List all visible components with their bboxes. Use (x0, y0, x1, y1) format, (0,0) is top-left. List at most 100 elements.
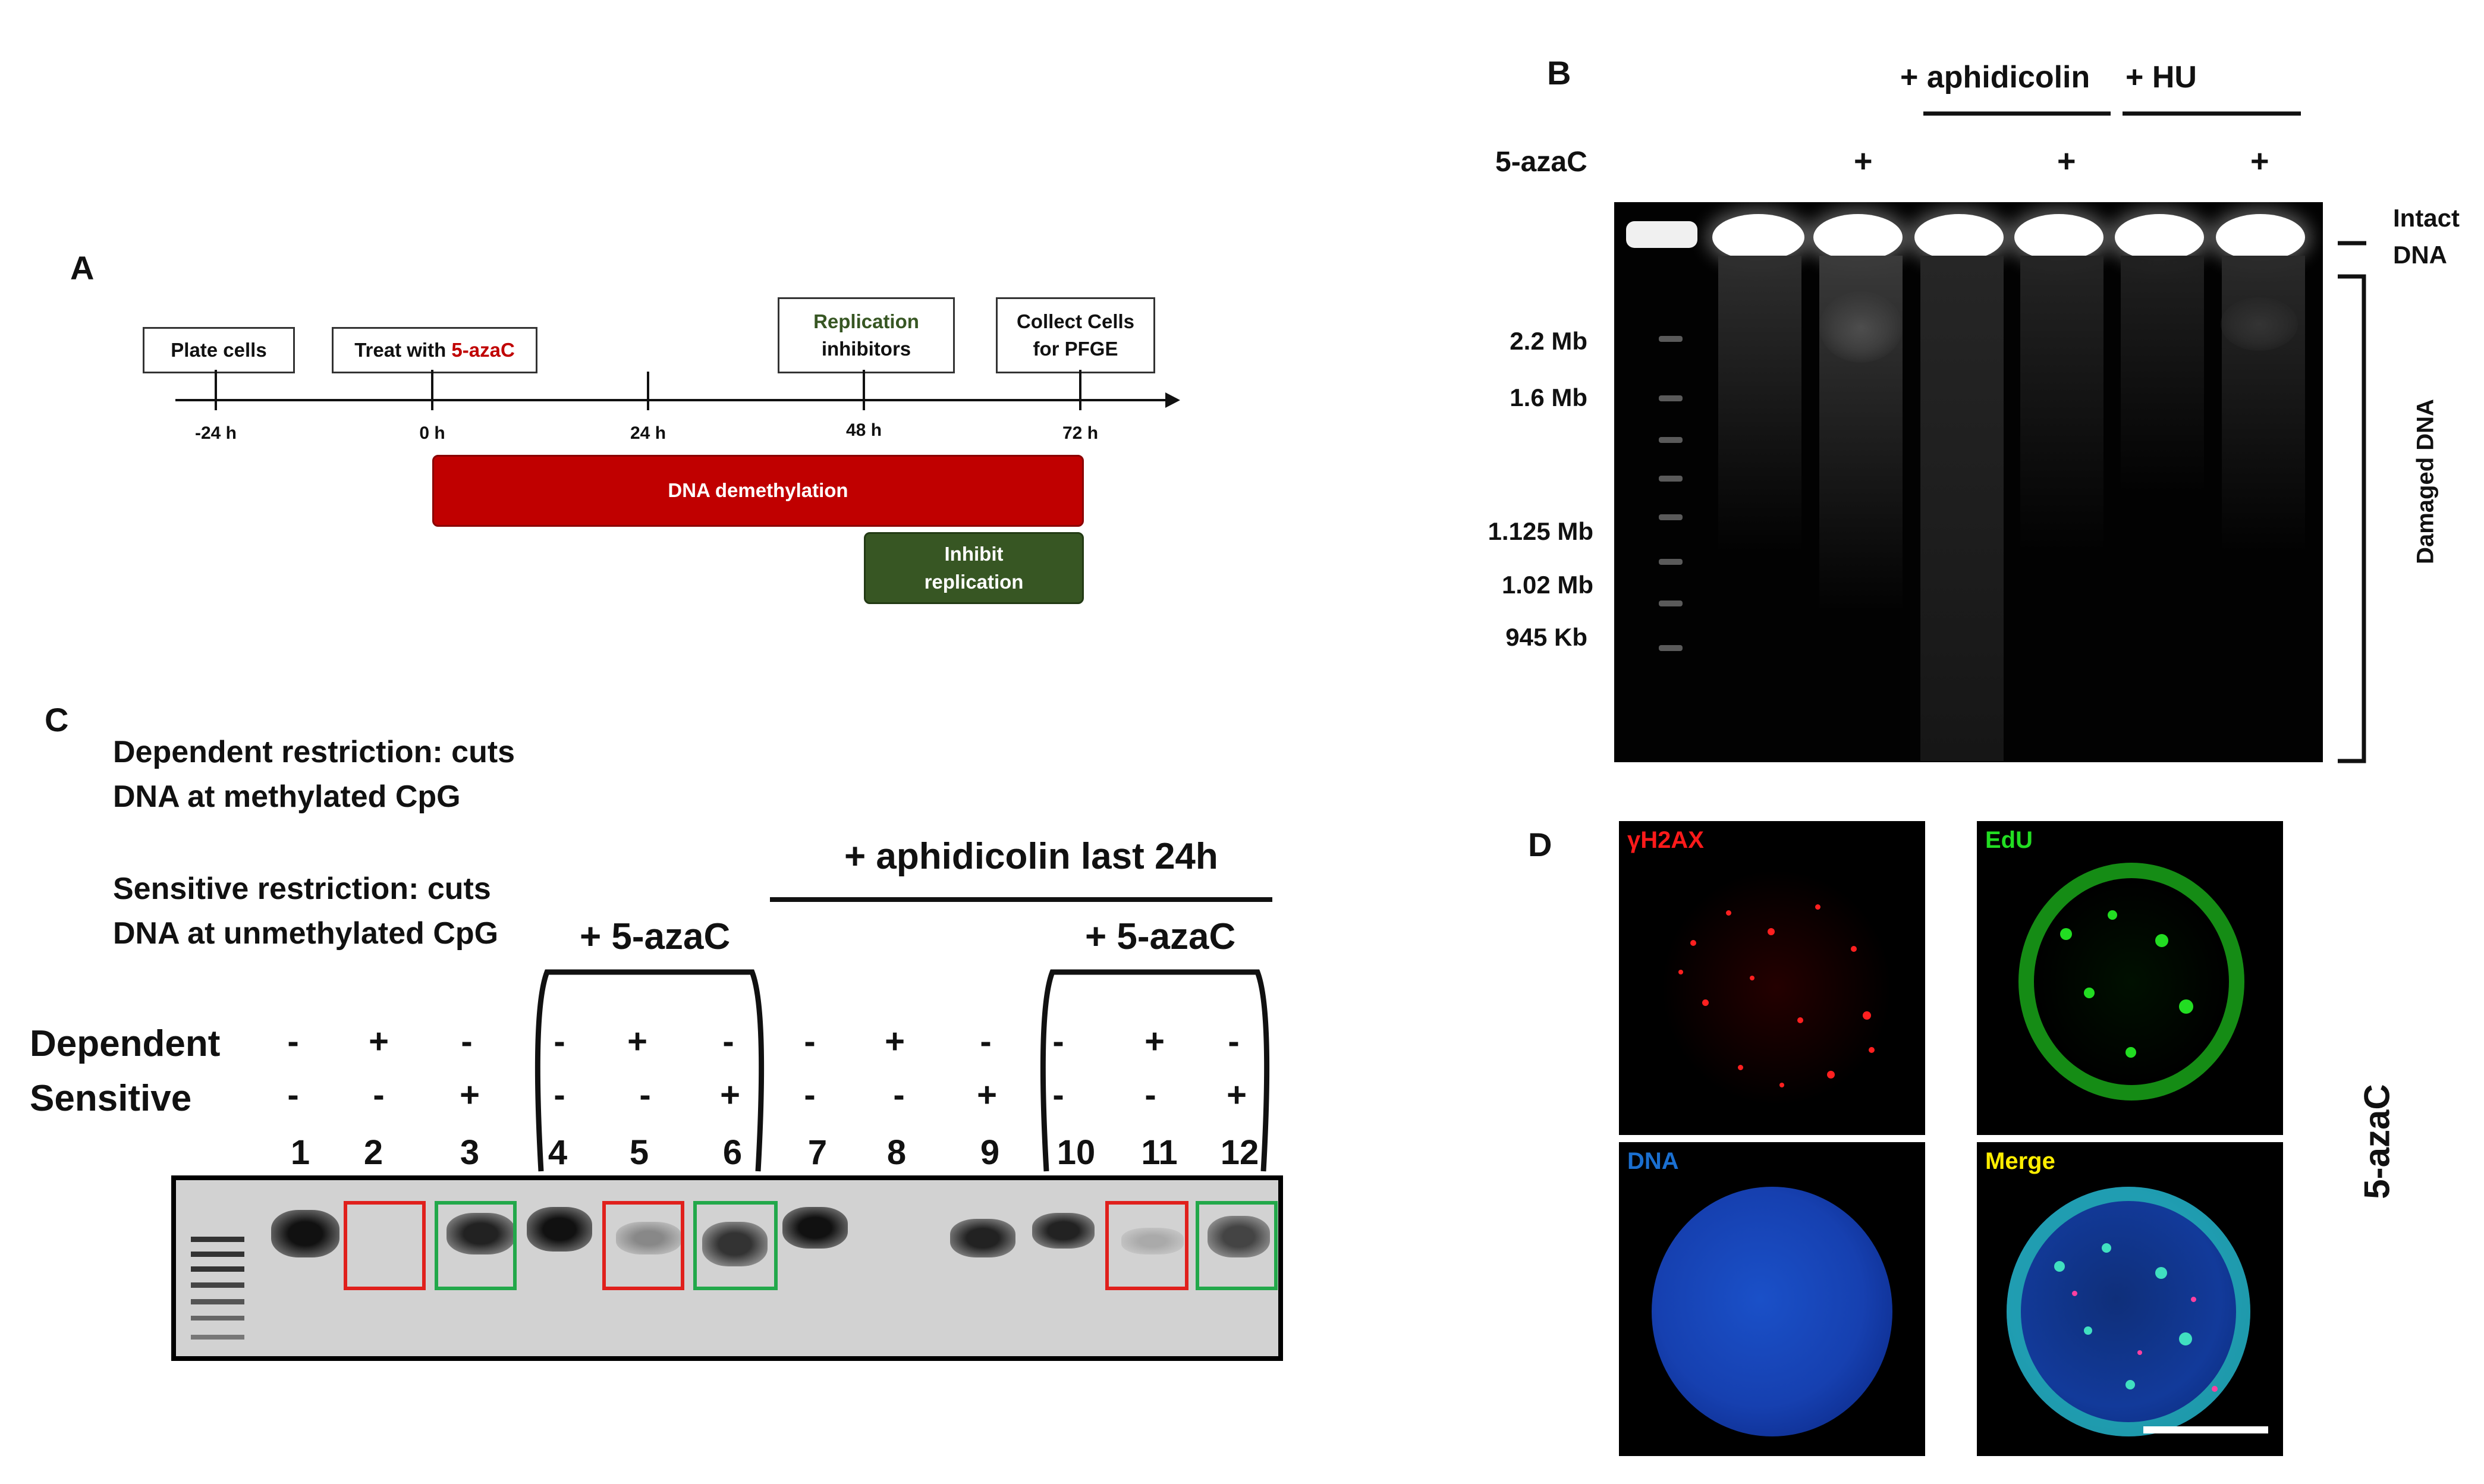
ladder-band (1659, 600, 1683, 606)
dna-band (616, 1222, 681, 1255)
foci (2155, 1267, 2167, 1279)
dna-band (447, 1213, 515, 1255)
plate-cells-box: Plate cells (143, 327, 295, 373)
sensitive-sign: + (1227, 1076, 1247, 1114)
collect-cells-box: Collect Cells for PFGE (996, 297, 1155, 373)
tile-label-edu: EdU (1985, 827, 2033, 853)
dependent-sign: - (1228, 1022, 1240, 1061)
label-5azac-right: + 5-azaC (1085, 916, 1236, 957)
marker-size-label: 1.125 Mb (1488, 517, 1593, 545)
foci (1750, 976, 1754, 980)
lane-number: 2 (363, 1133, 383, 1172)
foci (2212, 1386, 2218, 1392)
dependent-sign: - (1052, 1022, 1064, 1061)
dna-band (782, 1207, 848, 1249)
treat-label: Treat with 5-azaC (354, 337, 515, 364)
foci (2125, 1047, 2136, 1058)
scale-bar (2143, 1426, 2268, 1433)
dna-demethylation-bar: DNA demethylation (432, 455, 1084, 527)
foci (2084, 1326, 2092, 1335)
collect-line1: Collect Cells (1016, 310, 1135, 332)
sensitive-sign: - (639, 1076, 651, 1114)
foci (2155, 934, 2168, 947)
lane-smear (1920, 256, 2004, 761)
dna-band (527, 1207, 592, 1252)
foci (1702, 999, 1709, 1006)
dependent-sign: + (885, 1022, 905, 1061)
lane-smear (1819, 256, 1903, 612)
foci (2084, 988, 2095, 998)
desc-sensitive-1: Sensitive restriction: cuts (113, 872, 491, 906)
foci (1779, 1083, 1784, 1087)
timepoint-label: 48 h (845, 420, 882, 440)
foci (1726, 910, 1731, 916)
lane-smear (1718, 256, 1801, 553)
sensitive-sign: - (804, 1076, 816, 1114)
sensitive-sign: + (977, 1076, 997, 1114)
replication-inhibitors-box: Replication inhibitors (778, 297, 955, 373)
foci (1815, 904, 1820, 910)
tile-label-merge: Merge (1985, 1148, 2055, 1174)
panel-a-letter: A (70, 249, 95, 287)
lane-number: 9 (980, 1133, 1000, 1172)
foci (1738, 1065, 1743, 1070)
foci (2102, 1243, 2111, 1253)
foci (2179, 999, 2193, 1014)
label-aphidicolin-last-24h: + aphidicolin last 24h (844, 836, 1218, 877)
header-hu: + HU (2125, 60, 2197, 95)
damaged-dna-label: Damaged DNA (2412, 399, 2439, 564)
intact-band (1813, 214, 1903, 260)
inhibit-line1: Inhibit (944, 543, 1004, 565)
marker-size-label: 2.2 Mb (1510, 327, 1587, 355)
ladder-band (1659, 559, 1683, 565)
ladder-band (191, 1266, 244, 1272)
green-highlight-box (693, 1201, 778, 1290)
lane-number: 1 (290, 1133, 310, 1172)
ladder-well (1626, 221, 1697, 248)
microscopy-tile-dna: DNA (1619, 1142, 1925, 1456)
sensitive-sign: - (1052, 1076, 1064, 1114)
desc-dependent-2: DNA at methylated CpG (113, 779, 461, 814)
foci (2179, 1332, 2192, 1345)
dna-band (271, 1210, 339, 1257)
plate-cells-label: Plate cells (171, 338, 267, 361)
lane-smear (2222, 256, 2305, 553)
ladder-band (1659, 476, 1683, 482)
marker-size-label: 1.6 Mb (1510, 383, 1587, 411)
inhibit-replication-bar: Inhibit replication (864, 532, 1084, 604)
foci (2060, 928, 2072, 940)
intact-band (2216, 214, 2305, 260)
intact-band (1914, 214, 2004, 260)
row-sign: + (2250, 143, 2269, 179)
sensitive-sign: - (554, 1076, 565, 1114)
treat-box: Treat with 5-azaC (332, 327, 537, 373)
lane-number: 8 (886, 1133, 907, 1172)
panel-b-bracket (2338, 241, 2366, 763)
sensitive-sign: + (460, 1076, 480, 1114)
dna-band (950, 1219, 1015, 1257)
aphidicolin-line (770, 897, 1272, 902)
ladder-band (191, 1252, 244, 1257)
dna-demethylation-label: DNA demethylation (668, 479, 848, 502)
ladder-band (1659, 395, 1683, 401)
timepoint-label: 0 h (419, 423, 445, 443)
repl-line2: inhibitors (821, 338, 911, 360)
nucleus-ring (2007, 1187, 2250, 1436)
red-highlight-box (344, 1201, 426, 1290)
nucleus-outline (2018, 863, 2244, 1101)
label-5azac-left: + 5-azaC (580, 916, 731, 957)
ladder-band (1659, 514, 1683, 520)
dna-band (1121, 1228, 1184, 1255)
timepoint-label: 24 h (630, 423, 666, 443)
lane-number: 10 (1057, 1133, 1096, 1172)
tile-label-dna: DNA (1627, 1148, 1679, 1174)
red-highlight-box (1105, 1201, 1188, 1290)
foci (1869, 1047, 1875, 1053)
dependent-sign: + (369, 1022, 389, 1061)
foci (1827, 1071, 1835, 1079)
timeline-axis (175, 370, 1180, 410)
foci (1797, 1017, 1803, 1023)
ladder-band (191, 1316, 244, 1320)
repl-line1: Replication (813, 310, 919, 332)
lane-number: 11 (1141, 1133, 1178, 1172)
